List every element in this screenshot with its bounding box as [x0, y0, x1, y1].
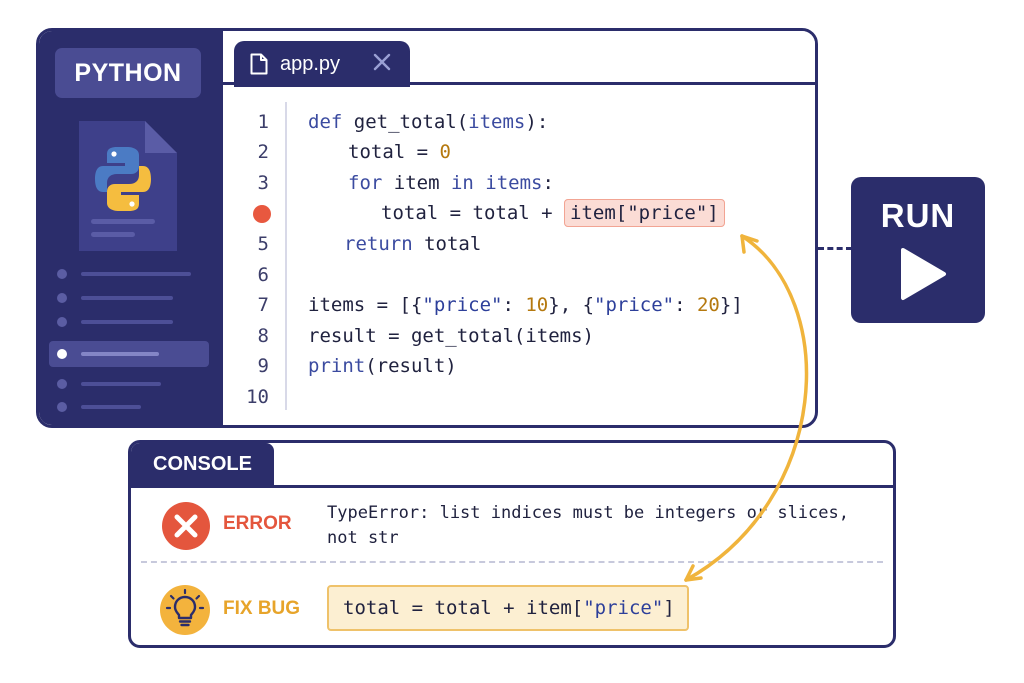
run-connector: [818, 247, 852, 250]
tree-dot-icon: [57, 379, 67, 389]
run-button[interactable]: RUN: [851, 177, 985, 323]
line-number: 1: [257, 111, 269, 133]
language-badge: PYTHON: [55, 48, 201, 98]
code-line-5: return total: [344, 233, 482, 255]
tab-label: app.py: [280, 52, 341, 75]
bug-highlight[interactable]: item["price"]: [564, 199, 725, 227]
file-icon: [250, 53, 268, 75]
line-number: 5: [257, 233, 269, 255]
tree-dot-icon: [57, 402, 67, 412]
tree-dot-icon: [57, 293, 67, 303]
tree-dot-icon: [57, 349, 67, 359]
fix-suggestion[interactable]: total = total + item["price"]: [327, 585, 689, 631]
error-label: ERROR: [223, 513, 292, 534]
python-file-icon: [79, 121, 177, 251]
line-number: 8: [257, 325, 269, 347]
code-line-8: result = get_total(items): [308, 325, 594, 347]
file-tree-item[interactable]: [57, 378, 207, 390]
sidebar: PYTHON: [39, 31, 223, 425]
error-icon: [162, 502, 210, 550]
line-number: 3: [257, 172, 269, 194]
file-tree-item[interactable]: [57, 268, 207, 280]
editor-window: PYTHON: [36, 28, 818, 428]
run-label: RUN: [880, 197, 956, 234]
file-tree-item[interactable]: [57, 292, 207, 304]
code-line-4: total = total + item["price"]: [381, 199, 725, 227]
line-number: 2: [257, 141, 269, 163]
close-icon[interactable]: [370, 50, 394, 74]
tree-dot-icon: [57, 269, 67, 279]
file-tree-item[interactable]: [57, 316, 207, 328]
code-line-7: items = [{"price": 10}, {"price": 20}]: [308, 294, 743, 316]
breakpoint-icon[interactable]: [253, 205, 271, 223]
line-number: 7: [257, 294, 269, 316]
line-number: 6: [257, 264, 269, 286]
tab-bar: app.py: [223, 31, 815, 87]
code-line-3: for item in items:: [348, 172, 554, 194]
file-tree-item[interactable]: [57, 401, 207, 413]
line-number: 9: [257, 355, 269, 377]
tree-dot-icon: [57, 317, 67, 327]
code-line-2: total = 0: [348, 141, 451, 163]
fix-bug-label: FIX BUG: [223, 598, 301, 619]
lightbulb-icon: [160, 585, 210, 635]
tab-app-py[interactable]: app.py: [234, 41, 410, 87]
code-line-9: print(result): [308, 355, 457, 377]
code-area[interactable]: 1 2 3 5 6 7 8 9 10 def get_total(items):…: [223, 88, 815, 425]
error-message: TypeError: list indices must be integers…: [327, 503, 849, 548]
console-tab[interactable]: CONSOLE: [131, 443, 274, 486]
play-icon: [901, 248, 946, 300]
line-number: 10: [246, 386, 269, 408]
file-tree-item-active-content: [57, 348, 207, 360]
code-line-1: def get_total(items):: [308, 111, 549, 133]
console-panel: CONSOLE ERROR TypeError: list indices mu…: [128, 440, 896, 648]
